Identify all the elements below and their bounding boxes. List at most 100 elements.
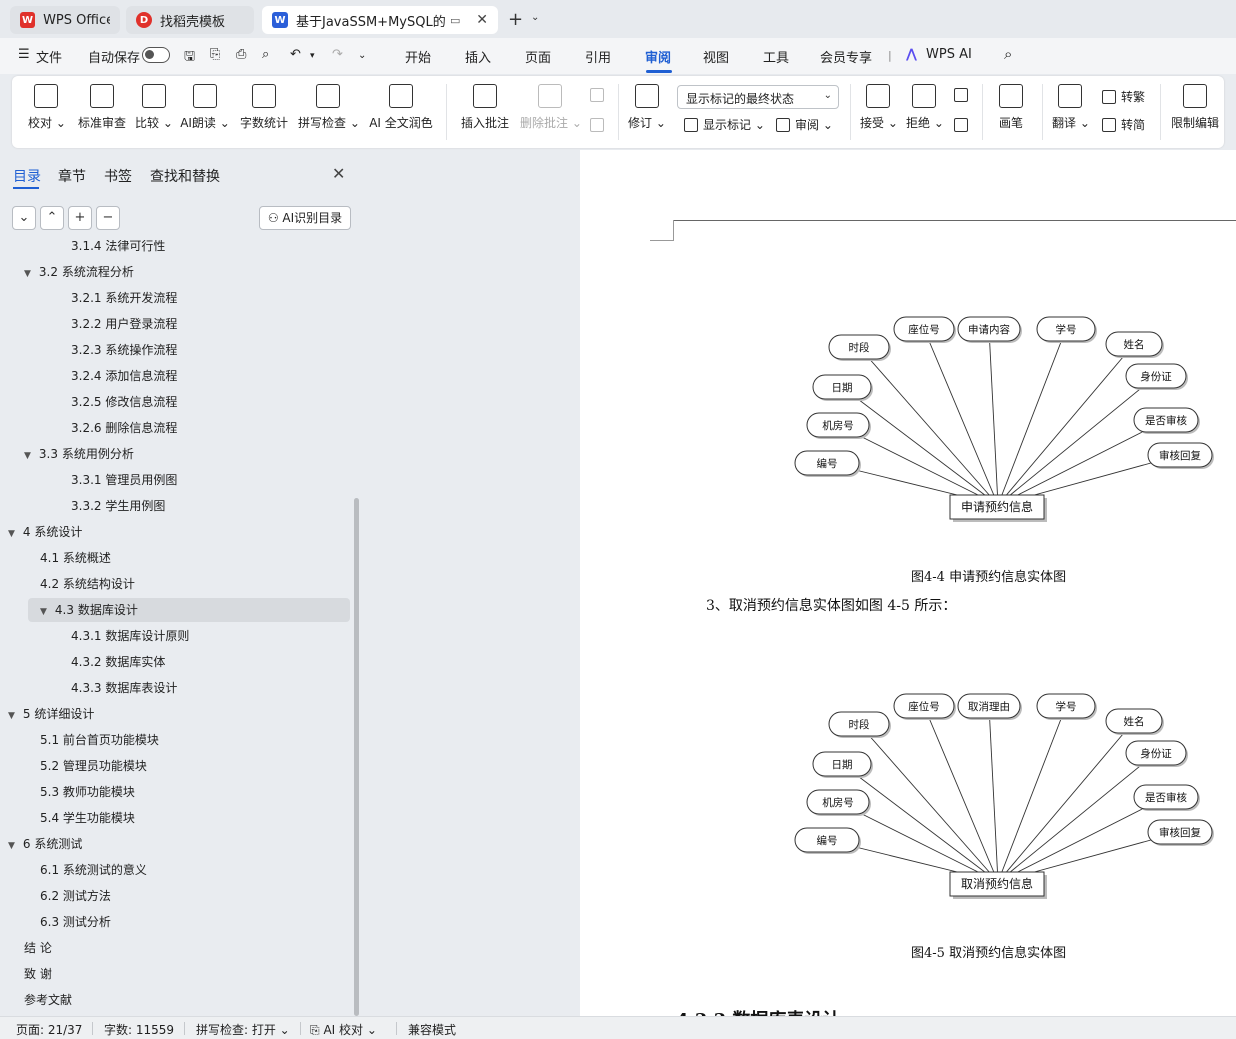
toc-item[interactable]: 致 谢 (24, 962, 52, 986)
to-traditional-button[interactable]: 转繁 (1102, 88, 1145, 105)
print-icon[interactable]: ⎙ (236, 47, 247, 62)
to-simplified-button[interactable]: 转简 (1102, 116, 1145, 133)
tab-docer-templates[interactable]: D 找稻壳模板 (126, 6, 254, 34)
new-tab-plus-icon[interactable]: + (508, 9, 524, 30)
toc-item[interactable]: ▼6 系统测试 (8, 832, 82, 856)
autosave-toggle[interactable] (142, 47, 170, 63)
proofread-button[interactable]: 校对 ⌄ (28, 84, 66, 131)
save-icon[interactable]: 🖫 (184, 49, 196, 64)
chevron-down-icon[interactable]: ⌄ (531, 12, 540, 23)
menu-review[interactable]: 审阅 (645, 51, 672, 66)
search-icon[interactable]: ⌕ (1004, 45, 1013, 63)
toc-item[interactable]: 6.2 测试方法 (40, 884, 111, 908)
toc-item[interactable]: 4.3.3 数据库表设计 (71, 676, 177, 700)
word-count[interactable]: 字数: 11559 (104, 1023, 175, 1037)
document-page[interactable]: 时段座位号申请内容学号姓名日期身份证机房号是否审核编号审核回复申请预约信息 图4… (580, 150, 1236, 1016)
close-icon[interactable]: ✕ (332, 164, 346, 183)
next-comment-icon[interactable] (590, 118, 609, 132)
hamburger-icon[interactable]: ☰ (18, 47, 30, 62)
chevron-down-icon[interactable]: ⌄ (358, 50, 367, 61)
insert-comment-button[interactable]: 插入批注 (460, 84, 510, 131)
menu-file[interactable]: 文件 (36, 51, 63, 66)
pen-button[interactable]: 画笔 (996, 84, 1026, 131)
menu-reference[interactable]: 引用 (585, 51, 612, 66)
toc-item[interactable]: 3.3.1 管理员用例图 (71, 468, 177, 492)
toc-item[interactable]: 3.2.3 系统操作流程 (71, 338, 177, 362)
collapse-down-button[interactable]: ⌄ (12, 206, 36, 230)
toc-item[interactable]: 5.3 教师功能模块 (40, 780, 135, 804)
prev-change-icon[interactable] (954, 88, 973, 102)
delete-comment-button[interactable]: 删除批注 ⌄ (520, 84, 582, 131)
nav-tab-find-replace[interactable]: 查找和替换 (150, 169, 220, 185)
ai-proof-status[interactable]: ⎘ AI 校对 ⌄ (310, 1023, 377, 1037)
page-indicator[interactable]: 页面: 21/37 (16, 1023, 83, 1037)
word-count-button[interactable]: 字数统计 (238, 84, 290, 131)
accept-button[interactable]: 接受 ⌄ (860, 84, 898, 131)
nav-tab-bookmarks[interactable]: 书签 (104, 169, 132, 185)
spell-check-button[interactable]: 拼写检查 ⌄ (298, 84, 360, 131)
toc-item[interactable]: 3.2.1 系统开发流程 (71, 286, 177, 310)
collapse-up-button[interactable]: ⌃ (40, 206, 64, 230)
toc-item[interactable]: 5.4 学生功能模块 (40, 806, 135, 830)
collapse-button[interactable]: − (96, 206, 120, 230)
export-icon[interactable]: ⎘ (210, 47, 221, 62)
toc-item[interactable]: 3.2.4 添加信息流程 (71, 364, 177, 388)
menu-page[interactable]: 页面 (525, 51, 552, 66)
menu-wps-ai[interactable]: WPS AI (926, 47, 972, 62)
nav-tab-toc[interactable]: 目录 (13, 169, 41, 185)
expand-triangle-icon[interactable]: ▼ (8, 841, 15, 851)
toc-item[interactable]: 4.1 系统概述 (40, 546, 111, 570)
toc-item[interactable]: 结 论 (24, 936, 52, 960)
expand-triangle-icon[interactable]: ▼ (8, 711, 15, 721)
toc-item[interactable]: 4.3.2 数据库实体 (71, 650, 165, 674)
toc-item[interactable]: 4.3.1 数据库设计原则 (71, 624, 189, 648)
menu-member[interactable]: 会员专享 (820, 51, 873, 66)
menu-start[interactable]: 开始 (405, 51, 432, 66)
compare-button[interactable]: 比较 ⌄ (134, 84, 174, 131)
toc-item[interactable]: ▼5 统详细设计 (8, 702, 94, 726)
expand-triangle-icon[interactable]: ▼ (24, 269, 31, 279)
tab-document[interactable]: W 基于JavaSSM+MySQL的机房 ▭ ✕ (262, 6, 498, 34)
expand-triangle-icon[interactable]: ▼ (8, 529, 15, 539)
toc-item[interactable]: ▼4.3 数据库设计 (28, 598, 350, 622)
toc-item[interactable]: ▼4 系统设计 (8, 520, 82, 544)
menu-tools[interactable]: 工具 (763, 51, 790, 66)
expand-triangle-icon[interactable]: ▼ (40, 607, 47, 617)
tab-wps-office[interactable]: W WPS Office (10, 6, 120, 34)
show-markup-button[interactable]: 显示标记 ⌄ (684, 116, 765, 133)
translate-button[interactable]: 翻译 ⌄ (1052, 84, 1090, 131)
standard-review-button[interactable]: 标准审查 (76, 84, 128, 131)
toc-item[interactable]: 6.3 测试分析 (40, 910, 111, 934)
toc-item[interactable]: 3.2.2 用户登录流程 (71, 312, 177, 336)
prev-comment-icon[interactable] (590, 88, 609, 102)
toc-item[interactable]: 3.1.4 法律可行性 (71, 240, 165, 258)
revise-button[interactable]: 修订 ⌄ (628, 84, 666, 131)
toc-item[interactable]: 3.2.5 修改信息流程 (71, 390, 177, 414)
undo-dropdown-icon[interactable]: ▾ (310, 51, 315, 61)
toc-item[interactable]: 6.1 系统测试的意义 (40, 858, 147, 882)
nav-tab-chapters[interactable]: 章节 (58, 169, 86, 185)
toc-scrollbar[interactable] (354, 498, 359, 1016)
ai-toc-button[interactable]: ⚇ AI识别目录 (259, 206, 351, 230)
review-pane-button[interactable]: 审阅 ⌄ (776, 116, 833, 133)
ai-read-button[interactable]: AI朗读 ⌄ (180, 84, 230, 131)
ai-polish-button[interactable]: AI 全文润色 (368, 84, 434, 131)
toc-item[interactable]: ▼3.2 系统流程分析 (24, 260, 134, 284)
close-icon[interactable]: ✕ (476, 12, 488, 28)
toc-item[interactable]: 3.3.2 学生用例图 (71, 494, 165, 518)
print-preview-icon[interactable]: ⌕ (262, 47, 270, 62)
toc-item[interactable]: ▼3.3 系统用例分析 (24, 442, 134, 466)
spell-check-status[interactable]: 拼写检查: 打开 ⌄ (196, 1023, 290, 1037)
next-change-icon[interactable] (954, 118, 973, 132)
menu-insert[interactable]: 插入 (465, 51, 492, 66)
markup-display-select[interactable]: 显示标记的最终状态 ⌄ (677, 85, 839, 109)
redo-icon[interactable]: ↷ (332, 47, 343, 62)
toc-item[interactable]: 参考文献 (24, 988, 72, 1010)
toc-item[interactable]: 3.2.6 删除信息流程 (71, 416, 177, 440)
menu-view[interactable]: 视图 (703, 51, 730, 66)
toc-item[interactable]: 5.2 管理员功能模块 (40, 754, 147, 778)
reject-button[interactable]: 拒绝 ⌄ (906, 84, 944, 131)
undo-icon[interactable]: ↶ (290, 47, 301, 62)
toc-item[interactable]: 4.2 系统结构设计 (40, 572, 135, 596)
expand-button[interactable]: + (68, 206, 92, 230)
